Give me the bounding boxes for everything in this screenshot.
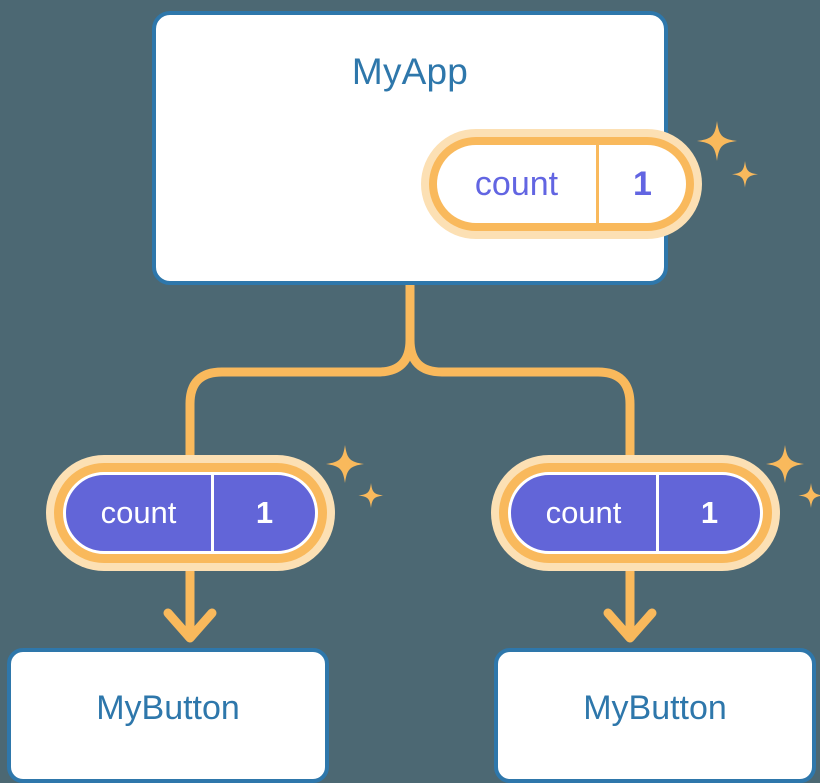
- button-card-right[interactable]: MyButton: [494, 648, 816, 783]
- button-card-left[interactable]: MyButton: [7, 648, 329, 783]
- arrow-head-right-icon: [603, 608, 657, 643]
- connector-branch-left: [185, 339, 415, 455]
- state-pill-body[interactable]: count 1: [429, 137, 694, 231]
- state-pill-root[interactable]: count 1: [421, 129, 702, 239]
- sparkles-icon: [697, 121, 758, 188]
- state-pill-child-right[interactable]: count 1: [491, 455, 780, 571]
- page-title: MyApp: [351, 51, 469, 92]
- state-pill-key: count: [437, 145, 599, 223]
- connector-branch-right: [405, 339, 635, 455]
- state-pill-value: 1: [633, 164, 652, 203]
- state-pill-body[interactable]: count 1: [508, 472, 763, 554]
- button-card-label: MyButton: [96, 689, 240, 727]
- state-pill-body[interactable]: count 1: [63, 472, 318, 554]
- state-pill-value: 1: [700, 495, 719, 530]
- app-card-myapp[interactable]: MyApp count 1: [152, 11, 758, 285]
- state-pill-key: count: [66, 475, 214, 551]
- state-pill-value: 1: [255, 495, 274, 530]
- button-card-label: MyButton: [583, 689, 727, 727]
- state-pill-child-left[interactable]: count 1: [46, 455, 335, 571]
- arrow-head-left-icon: [163, 608, 217, 643]
- state-pill-key: count: [511, 475, 659, 551]
